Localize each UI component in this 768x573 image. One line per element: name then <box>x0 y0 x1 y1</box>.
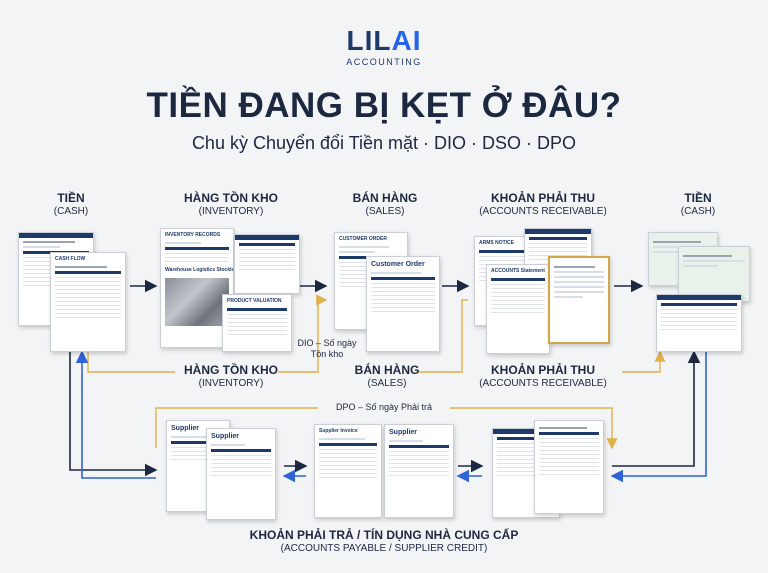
doc-bank-statement <box>656 294 742 352</box>
page-title: TIỀN ĐANG BỊ KẸT Ở ĐÂU? <box>146 86 622 125</box>
stage-label-en: (ACCOUNTS RECEIVABLE) <box>479 378 607 389</box>
doc-title: Supplier <box>389 429 418 436</box>
stage-label-vi: BÁN HÀNG <box>352 191 418 205</box>
stage-mid-receivable: KHOẢN PHẢI THU (ACCOUNTS RECEIVABLE) <box>458 363 628 391</box>
arrow-cash-to-payable-right <box>610 352 707 483</box>
brand-name-part1: LIL <box>346 25 392 56</box>
stage-top-sales: BÁN HÀNG (SALES) <box>300 191 470 219</box>
doc-ar-statement: ACCOUNTS Statement <box>486 264 550 354</box>
doc-title: Supplier Invoice <box>319 428 358 434</box>
dso-bracket-left <box>418 299 468 373</box>
dso-bracket-right <box>622 350 666 373</box>
arrow-cash-to-payable <box>69 352 158 477</box>
stage-label-en: (CASH) <box>53 206 89 217</box>
brand-tagline: ACCOUNTING <box>346 57 422 67</box>
stage-label-en: (SALES) <box>365 206 405 217</box>
dpo-label: DPO – Số ngày Phải trả <box>318 402 450 413</box>
stage-label-vi: KHOẢN PHẢI THU <box>491 191 595 205</box>
stage-label-en: (INVENTORY) <box>198 378 264 389</box>
doc-ar-certificate <box>548 256 610 344</box>
stage-label-vi: TIỀN <box>684 191 712 205</box>
stage-label-en: (ACCOUNTS RECEIVABLE) <box>479 206 607 217</box>
stage-top-receivable: KHOẢN PHẢI THU (ACCOUNTS RECEIVABLE) <box>458 191 628 219</box>
doc-title: PRODUCT VALUATION <box>227 298 282 304</box>
stage-label-en: (INVENTORY) <box>198 206 264 217</box>
brand-name-part2: AI <box>391 25 422 56</box>
doc-payable-ledger-2 <box>534 420 604 514</box>
page-subtitle: Chu kỳ Chuyển đổi Tiền mặt · DIO · DSO ·… <box>191 133 577 153</box>
stage-mid-sales: BÁN HÀNG (SALES) <box>302 363 472 391</box>
brand-logo: LILAI ACCOUNTING <box>0 26 768 68</box>
doc-title: ARMS NOTICE <box>479 240 514 246</box>
doc-title: ACCOUNTS Statement <box>491 268 545 274</box>
doc-photo-caption: Warehouse Logistics Stocklevels <box>165 267 233 273</box>
stage-label-vi: HÀNG TỒN KHO <box>184 191 278 205</box>
doc-customer-order: Customer Order <box>366 256 440 352</box>
doc-title: INVENTORY RECORDS <box>165 232 221 238</box>
stage-top-inventory: HÀNG TỒN KHO (INVENTORY) <box>146 191 316 219</box>
doc-product-valuation: PRODUCT VALUATION <box>222 294 292 352</box>
doc-check-2 <box>678 246 750 302</box>
doc-supplier-invoice-3: Supplier Invoice <box>314 424 382 518</box>
doc-title: Supplier <box>171 425 200 432</box>
doc-supplier-invoice-4: Supplier <box>384 424 454 518</box>
dio-label-line1: DIO – Số ngày <box>297 338 357 348</box>
doc-supplier-invoice-2: Supplier <box>206 428 276 520</box>
dio-label-line2: Tồn kho <box>310 349 344 359</box>
stage-label-en: (CASH) <box>680 206 716 217</box>
dpo-bracket-right <box>440 407 618 450</box>
arrow-payable-to-cash <box>75 350 156 479</box>
doc-title: CASH FLOW <box>55 256 86 262</box>
doc-title: CUSTOMER ORDER <box>339 236 387 242</box>
dpo-bracket-left <box>155 402 330 448</box>
stage-label-vi: KHOẢN PHẢI TRẢ / TÍN DỤNG NHÀ CUNG CẤP <box>249 528 519 542</box>
stage-label-vi: HÀNG TỒN KHO <box>184 363 278 377</box>
stage-bottom-payable: KHOẢN PHẢI TRẢ / TÍN DỤNG NHÀ CUNG CẤP (… <box>184 528 584 556</box>
stage-label-en: (ACCOUNTS PAYABLE / SUPPLIER CREDIT) <box>280 543 488 554</box>
brand-name: LILAI <box>0 26 768 56</box>
stage-mid-inventory: HÀNG TỒN KHO (INVENTORY) <box>146 363 316 391</box>
warehouse-photo <box>165 278 229 326</box>
stage-label-vi: KHOẢN PHẢI THU <box>491 363 595 377</box>
doc-title: Customer Order <box>371 261 425 268</box>
stage-top-cash-end: TIỀN (CASH) <box>613 191 768 219</box>
doc-title: Supplier <box>211 433 240 440</box>
doc-inventory-sheet <box>234 234 300 294</box>
dio-label: DIO – Số ngày Tồn kho <box>290 338 364 360</box>
stage-label-vi: TIỀN <box>57 191 85 205</box>
doc-cash-flow: CASH FLOW <box>50 252 126 352</box>
dio-bracket-right <box>278 294 328 373</box>
arrow-payable-to-cash-right <box>612 350 701 467</box>
stage-label-en: (SALES) <box>367 378 407 389</box>
stage-top-cash: TIỀN (CASH) <box>0 191 156 219</box>
doc-inventory-records: INVENTORY RECORDS Warehouse Logistics St… <box>160 228 234 348</box>
stage-label-vi: BÁN HÀNG <box>354 363 420 377</box>
